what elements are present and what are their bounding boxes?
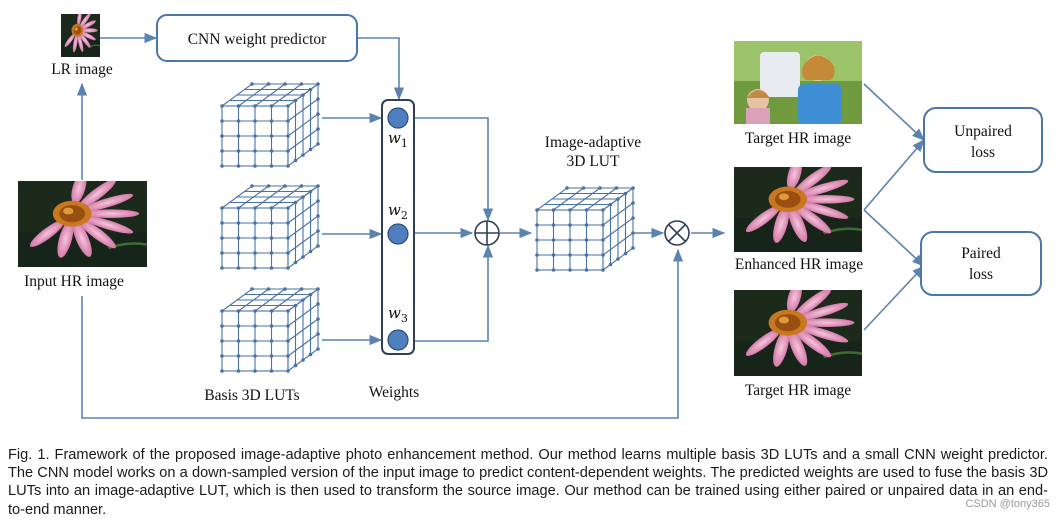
weight-label-2: w2 <box>388 201 408 222</box>
basis-lut-cube-3 <box>219 286 321 374</box>
sum-operator <box>474 220 500 246</box>
paired-loss-box <box>920 231 1042 296</box>
unpaired-loss-label-line2: loss <box>971 144 995 161</box>
weight-label-1: w1 <box>388 129 408 150</box>
unpaired-loss-label-line1: Unpaired <box>954 123 1012 140</box>
figure-caption: Fig. 1. Framework of the proposed image-… <box>8 447 1048 518</box>
weight-label-3: w3 <box>388 304 408 325</box>
arrow-target-to-paired <box>863 265 925 331</box>
weight-node-2 <box>387 223 409 245</box>
arrow-input-to-multiply <box>81 248 684 419</box>
cnn-weight-predictor-label: CNN weight predictor <box>188 31 327 48</box>
weight-node-3 <box>387 329 409 351</box>
input-hr-image-label: Input HR image <box>24 273 124 290</box>
arrow-enhanced-to-paired <box>863 209 925 267</box>
arrow-w3-to-sum <box>413 244 494 342</box>
target-hr-image-bottom-label: Target HR image <box>745 382 851 399</box>
image-adaptive-label-line2: 3D LUT <box>567 153 620 170</box>
cnn-weight-predictor-box <box>156 14 358 62</box>
basis-3d-luts-label: Basis 3D LUTs <box>204 387 299 404</box>
paired-loss-label-line2: loss <box>969 266 993 283</box>
weight-node-1 <box>387 107 409 129</box>
arrow-w1-to-sum <box>413 117 494 222</box>
unpaired-loss-box <box>923 107 1043 173</box>
weights-label: Weights <box>369 384 419 401</box>
arrow-enhanced-to-unpaired <box>863 139 925 211</box>
image-adaptive-lut-cube <box>534 185 636 273</box>
target-hr-image-bottom <box>734 290 862 376</box>
target-hr-image-top <box>734 41 862 124</box>
basis-lut-cube-2 <box>219 183 321 271</box>
arrow-target-to-unpaired <box>863 83 925 141</box>
paired-loss-label-line1: Paired <box>961 245 1001 262</box>
enhanced-hr-image <box>734 167 862 252</box>
lr-image-label: LR image <box>51 61 113 78</box>
connector-lines <box>76 32 925 419</box>
enhanced-hr-image-label: Enhanced HR image <box>735 256 863 273</box>
lr-image-thumbnail <box>61 14 100 57</box>
watermark: CSDN @tony365 <box>965 498 1050 510</box>
basis-lut-cube-1 <box>219 81 321 169</box>
image-adaptive-label-line1: Image-adaptive <box>545 134 642 151</box>
framework-diagram: LR image CNN weight predictor Input HR i… <box>18 14 1043 419</box>
target-hr-image-top-label: Target HR image <box>745 130 851 147</box>
multiply-operator <box>664 220 690 246</box>
arrow-cnn-to-weights <box>357 37 405 101</box>
input-hr-image <box>18 181 147 267</box>
